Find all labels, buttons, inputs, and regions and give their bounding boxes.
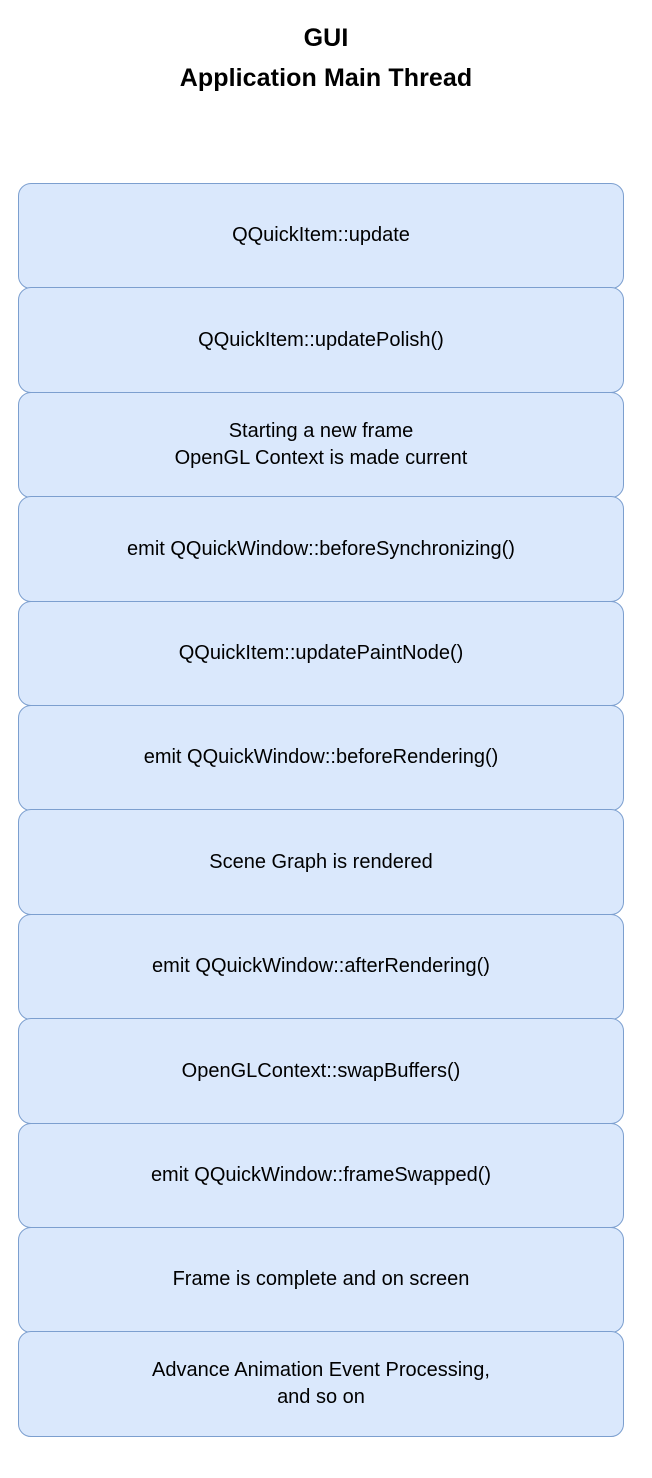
flow-node-quickitem-updatepolish: QQuickItem::updatePolish() xyxy=(18,287,624,394)
flow-node-label: Starting a new frame OpenGL Context is m… xyxy=(174,419,468,469)
flow-node-quickitem-update: QQuickItem::update xyxy=(18,183,624,289)
page-title-line-2: Application Main Thread xyxy=(179,64,473,92)
flow-node-label: emit QQuickWindow::afterRendering() xyxy=(152,955,490,978)
flow-node-advance-animation: Advance Animation Event Processing, and … xyxy=(18,1331,624,1438)
flow-node-label: QQuickItem::updatePolish() xyxy=(198,328,444,351)
flow-node-frame-complete: Frame is complete and on screen xyxy=(18,1226,624,1333)
flow-node-label: QQuickItem::updatePaintNode() xyxy=(178,642,464,665)
flow-node-label: QQuickItem::update xyxy=(232,224,410,247)
flow-node-label: emit QQuickWindow::beforeSynchronizing() xyxy=(127,537,515,560)
flow-node-label: emit QQuickWindow::frameSwapped() xyxy=(150,1164,492,1186)
flow-node-opengl-swapbuffers: OpenGLContext::swapBuffers() xyxy=(18,1018,624,1124)
flow-node-starting-new-frame: Starting a new frame OpenGL Context is m… xyxy=(18,391,624,498)
flow-stack: QQuickItem::update QQuickItem::updatePol… xyxy=(18,183,624,1438)
flow-node-emit-frameswapped: emit QQuickWindow::frameSwapped() xyxy=(18,1122,624,1229)
flow-node-emit-beforesynchronizing: emit QQuickWindow::beforeSynchronizing() xyxy=(18,496,624,602)
flow-node-label: Scene Graph is rendered xyxy=(209,850,433,873)
flow-node-emit-beforerendering: emit QQuickWindow::beforeRendering() xyxy=(18,704,624,811)
flow-node-quickitem-updatepaintnode: QQuickItem::updatePaintNode() xyxy=(18,600,624,707)
flow-node-emit-afterrendering: emit QQuickWindow::afterRendering() xyxy=(18,913,624,1020)
flow-node-scene-graph-rendered: Scene Graph is rendered xyxy=(18,809,624,916)
flow-node-label: emit QQuickWindow::beforeRendering() xyxy=(143,746,499,769)
page-title: GUI Application Main Thread xyxy=(0,18,652,98)
page-title-line-1: GUI xyxy=(303,24,349,52)
flow-node-label: OpenGLContext::swapBuffers() xyxy=(181,1059,461,1082)
flow-node-label: Frame is complete and on screen xyxy=(172,1268,470,1291)
flow-node-label: Advance Animation Event Processing, and … xyxy=(152,1359,490,1409)
